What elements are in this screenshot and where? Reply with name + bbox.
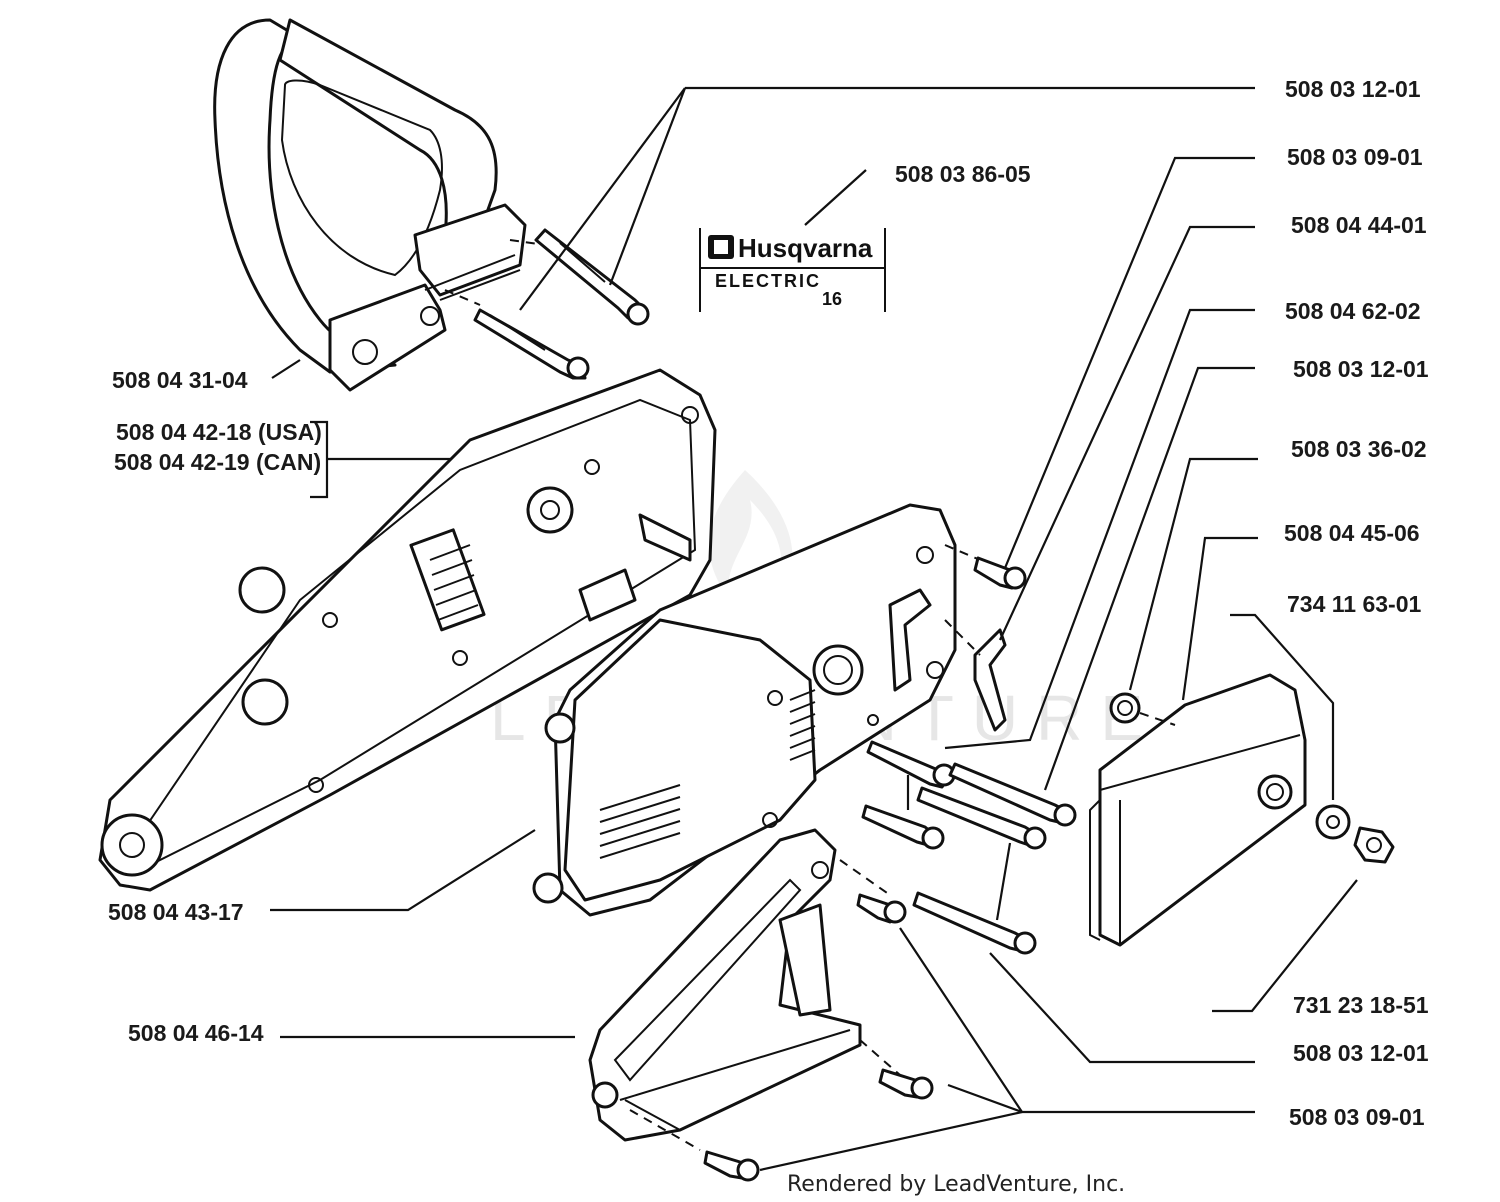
part-label-508-03-09-01-b: 508 03 09-01 (1289, 1104, 1425, 1130)
part-label-508-04-44-01: 508 04 44-01 (1291, 212, 1427, 238)
part-label-508-03-12-01-c: 508 03 12-01 (1293, 1040, 1429, 1066)
screw-icon (944, 544, 1027, 590)
husqvarna-crown-icon (708, 235, 734, 259)
part-label-731-23-18-51: 731 23 18-51 (1293, 992, 1429, 1018)
watermark-flame-icon (709, 470, 793, 610)
rear-handle (588, 828, 901, 1142)
washer-icon (1315, 804, 1351, 840)
part-label-508-04-45-06: 508 04 45-06 (1284, 520, 1420, 546)
nut-icon (1353, 826, 1395, 864)
part-label-508-03-12-01-b: 508 03 12-01 (1293, 356, 1429, 382)
decal-model: ELECTRIC (715, 271, 821, 291)
part-label-508-03-09-01: 508 03 09-01 (1287, 144, 1423, 170)
decal-brand: Husqvarna (738, 233, 873, 263)
cooling-fins (429, 544, 479, 621)
vent-slots (599, 689, 816, 859)
decal-number: 16 (822, 289, 842, 309)
part-label-508-03-12-01: 508 03 12-01 (1285, 76, 1421, 102)
screw-icon (866, 740, 956, 789)
screw-icon (629, 1109, 760, 1182)
screw-icon (948, 762, 1077, 827)
part-label-508-04-43-17: 508 04 43-17 (108, 899, 244, 925)
screw-icon (878, 1068, 934, 1100)
plug-part (1109, 692, 1176, 726)
part-label-508-04-42-19-can: 508 04 42-19 (CAN) (114, 449, 321, 475)
front-handle (213, 18, 527, 392)
screw-icon (861, 804, 945, 850)
part-label-508-04-46-14: 508 04 46-14 (128, 1020, 264, 1046)
part-label-508-04-62-02: 508 04 62-02 (1285, 298, 1421, 324)
motor-housing-left (98, 368, 717, 892)
sprocket-cover (1089, 673, 1307, 947)
leader-lines (270, 86, 1358, 1172)
husqvarna-electric-decal: Husqvarna ELECTRIC 16 (699, 228, 886, 312)
screw-icon (912, 891, 1037, 955)
credit-text: Rendered by LeadVenture, Inc. (787, 1172, 1125, 1197)
screw-icon (509, 228, 650, 326)
motor-housing-right (532, 503, 957, 917)
part-label-734-11-63-01: 734 11 63-01 (1287, 591, 1422, 617)
part-label-508-03-36-02: 508 03 36-02 (1291, 436, 1427, 462)
part-label-508-04-31-04: 508 04 31-04 (112, 367, 248, 393)
clip-part (944, 619, 1007, 732)
screw-icon (444, 289, 590, 380)
screw-icon (856, 893, 907, 924)
part-label-508-04-42-18-usa: 508 04 42-18 (USA) (116, 419, 322, 445)
screw-icon (916, 786, 1047, 850)
part-label-508-03-86-05: 508 03 86-05 (895, 161, 1031, 187)
